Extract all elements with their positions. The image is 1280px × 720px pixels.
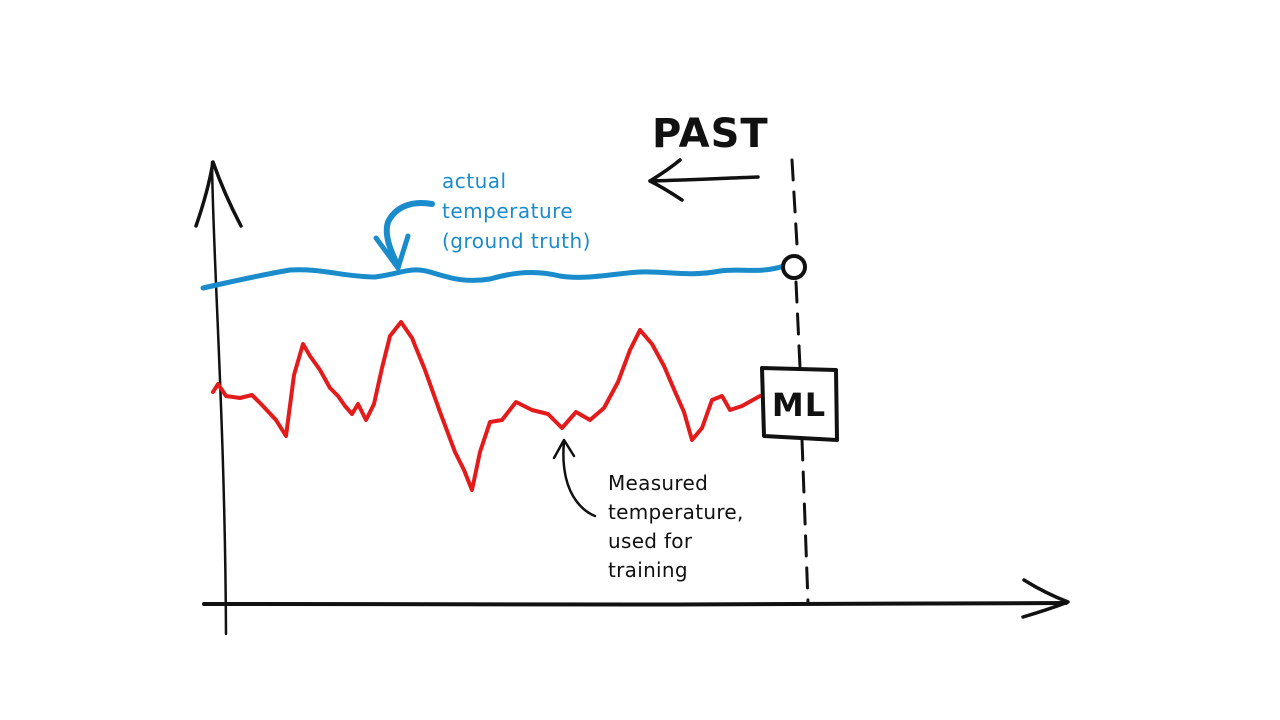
x-axis [202,601,1068,607]
ground-truth-annotation-arrowhead [373,233,411,271]
ground-truth-annotation-arrow [383,200,435,269]
past-label: PAST [652,111,769,157]
x-axis-arrowhead [1021,578,1070,619]
now-dashed-line [790,158,810,604]
ground-truth-annotation-line-2: temperature [442,199,573,223]
measured-annotation-line-2: temperature, [608,500,744,524]
past-arrow [648,175,760,183]
ground-truth-annotation-line-3: (ground truth) [442,229,591,253]
ml-box-label: ML [772,386,826,424]
measured-annotation-arrowhead [552,438,576,460]
ground-truth-line [200,263,787,291]
ground-truth-annotation-line-1: actual [442,169,507,193]
measured-annotation: Measured temperature, used for training [608,471,750,582]
measured-line [211,320,762,492]
y-axis [210,160,228,636]
past-arrowhead [648,158,684,202]
ground-truth-annotation: actual temperature (ground truth) [442,169,591,253]
ground-truth-endpoint-circle [781,254,807,280]
measured-annotation-arrow [562,440,597,518]
measured-annotation-line-1: Measured [608,471,708,495]
measured-annotation-line-4: training [608,558,688,582]
ml-box [760,366,839,442]
y-axis-arrowhead [194,160,243,228]
measured-annotation-line-3: used for [608,529,693,553]
